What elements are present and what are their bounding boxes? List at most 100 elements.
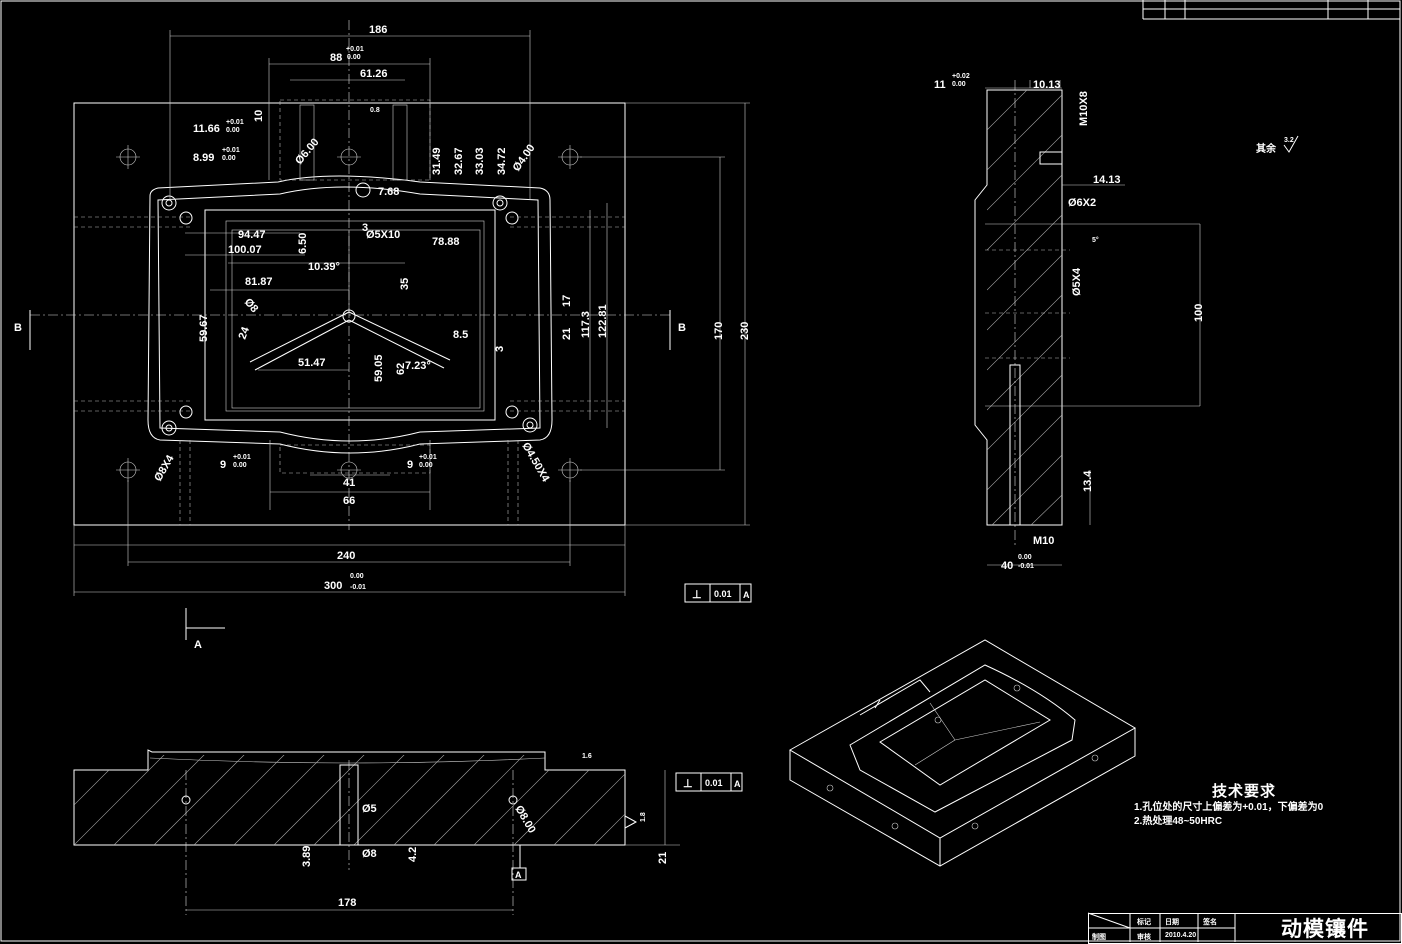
svg-text:10: 10 — [253, 110, 265, 122]
svg-text:Ø4.50X4: Ø4.50X4 — [519, 441, 552, 485]
svg-text:M10X8: M10X8 — [1078, 91, 1090, 126]
svg-text:33.03: 33.03 — [474, 147, 486, 175]
datum-frame-1: ⊥ 0.01 A — [684, 583, 752, 603]
svg-text:17: 17 — [561, 295, 573, 307]
svg-text:Ø8: Ø8 — [242, 296, 261, 315]
svg-text:⊥: ⊥ — [692, 589, 702, 601]
tb-cell-sign: 签名 — [1203, 919, 1217, 926]
svg-text:Ø5X4: Ø5X4 — [1071, 267, 1083, 296]
svg-text:⊥: ⊥ — [683, 778, 693, 790]
dim-61-26: 61.26 — [360, 68, 388, 80]
tb-cell-datevalue: 2010.4.20 — [1165, 932, 1197, 939]
dim-phi8: Ø8 — [362, 848, 377, 860]
dim-41: 41 — [343, 477, 355, 489]
svg-text:3: 3 — [362, 222, 368, 234]
dim-240: 240 — [337, 550, 355, 562]
tb-cell-date: 日期 — [1165, 919, 1179, 926]
tb-cell-drawn: 制图 — [1092, 934, 1106, 941]
svg-text:0.00: 0.00 — [952, 81, 966, 88]
svg-text:Ø4.00: Ø4.00 — [511, 142, 538, 173]
dim-78-88: 78.88 — [432, 236, 460, 248]
dim-11-66: 11.66 — [193, 123, 220, 135]
plan-view — [29, 20, 750, 640]
dim-9-right: 9 — [407, 459, 413, 471]
dim-10-13: 10.13 — [1033, 79, 1061, 91]
svg-text:+0.01: +0.01 — [419, 454, 437, 461]
technical-requirements: 技术要求 1.孔位处的尺寸上偏差为+0.01，下偏差为0 2.热处理48~50H… — [1134, 780, 1323, 829]
svg-text:35: 35 — [399, 278, 411, 290]
svg-text:0.00: 0.00 — [233, 462, 247, 469]
front-section — [73, 749, 680, 915]
drawing-title: 动模镶件 — [1281, 918, 1369, 941]
svg-text:1.8: 1.8 — [640, 812, 647, 822]
tb-cell-check: 审核 — [1137, 934, 1151, 941]
svg-text:0.00: 0.00 — [222, 155, 236, 162]
svg-text:59.05: 59.05 — [373, 354, 385, 382]
dim-51-47: 51.47 — [298, 357, 326, 369]
svg-text:117.3: 117.3 — [580, 311, 592, 338]
svg-text:21: 21 — [561, 328, 573, 340]
roughness-note: 其余 — [1256, 142, 1277, 155]
section-label-b-left: B — [14, 322, 22, 334]
svg-text:1.6: 1.6 — [582, 753, 592, 760]
svg-text:A: A — [515, 870, 522, 880]
svg-text:24: 24 — [237, 325, 253, 341]
svg-text:122.81: 122.81 — [597, 304, 609, 338]
svg-text:0.8: 0.8 — [370, 107, 380, 114]
svg-text:59.67: 59.67 — [198, 314, 210, 342]
svg-text:3.2: 3.2 — [1284, 137, 1294, 144]
dim-11: 11 — [934, 79, 946, 91]
svg-text:Ø8X4: Ø8X4 — [152, 452, 177, 483]
dim-88: 88 — [330, 52, 342, 64]
svg-text:230: 230 — [739, 322, 751, 340]
svg-text:3: 3 — [494, 346, 506, 352]
svg-text:32.67: 32.67 — [453, 147, 465, 175]
svg-text:170: 170 — [713, 322, 725, 340]
dim-9-left: 9 — [220, 459, 226, 471]
svg-text:+0.02: +0.02 — [952, 73, 970, 80]
dim-300: 300 — [324, 580, 342, 592]
datum-frame-2: ⊥ 0.01 A — [675, 772, 743, 792]
dim-178: 178 — [338, 897, 356, 909]
side-view — [974, 80, 1201, 566]
dim-94-47: 94.47 — [238, 229, 266, 241]
svg-text:Ø6.00: Ø6.00 — [293, 136, 321, 167]
svg-text:31.49: 31.49 — [431, 147, 443, 175]
dim-100-07: 100.07 — [228, 244, 262, 256]
dim-66: 66 — [343, 495, 355, 507]
revision-table — [1142, 0, 1400, 20]
dim-186: 186 — [369, 24, 387, 36]
svg-text:0.00: 0.00 — [419, 462, 433, 469]
svg-text:-0.01: -0.01 — [1018, 563, 1034, 570]
section-label-a: A — [194, 639, 202, 651]
svg-text:21: 21 — [657, 852, 669, 864]
svg-text:5°: 5° — [1092, 236, 1099, 244]
svg-text:100: 100 — [1193, 304, 1205, 322]
tb-cell-mark: 标记 — [1137, 919, 1151, 926]
side-dimensions: 11 +0.02 0.00 10.13 M10X8 14.13 Ø6X2 5° … — [934, 73, 1299, 572]
svg-text:4.2: 4.2 — [407, 847, 419, 862]
dim-40: 40 — [1001, 560, 1013, 572]
dim-phi5: Ø5 — [362, 803, 377, 815]
svg-text:A: A — [743, 590, 750, 600]
svg-text:13.4: 13.4 — [1082, 470, 1094, 492]
dim-phi5x10: Ø5X10 — [366, 229, 400, 241]
svg-text:Ø8.00: Ø8.00 — [512, 804, 537, 836]
note-1: 1.孔位处的尺寸上偏差为+0.01，下偏差为0 — [1134, 802, 1324, 813]
svg-text:62: 62 — [395, 363, 407, 375]
dim-14-13: 14.13 — [1093, 174, 1121, 186]
svg-text:-0.01: -0.01 — [350, 584, 366, 591]
title-block: 标记 日期 签名 制图 审核 2010.4.20 动模镶件 — [1088, 913, 1402, 944]
note-2: 2.热处理48~50HRC — [1134, 816, 1223, 827]
dim-8-99: 8.99 — [193, 152, 214, 164]
dim-7-68: 7.68 — [378, 186, 399, 198]
plan-outline — [73, 102, 626, 526]
svg-text:+0.01: +0.01 — [346, 46, 364, 53]
front-dimensions: Ø5 Ø8 Ø8.00 3.89 4.2 178 21 1.8 1.6 A — [301, 753, 669, 909]
dim-m10: M10 — [1033, 535, 1054, 547]
dim-8-5: 8.5 — [453, 329, 468, 341]
svg-text:0.00: 0.00 — [350, 573, 364, 580]
svg-text:0.00: 0.00 — [347, 54, 361, 61]
dim-phi6x2: Ø6X2 — [1068, 197, 1096, 209]
